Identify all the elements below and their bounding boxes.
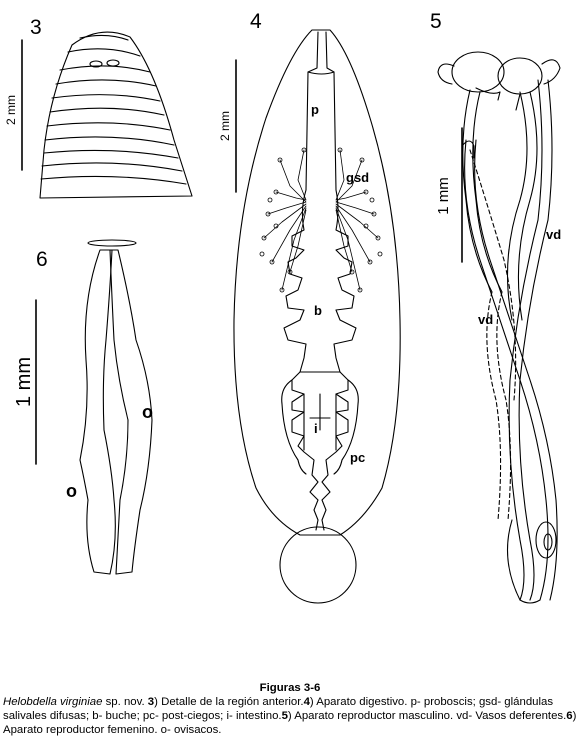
fig5-label-vd-right: vd — [546, 227, 561, 242]
fig5-scale-label: 1 mm — [435, 177, 452, 215]
fig4-label-p: p — [311, 102, 319, 117]
fig3-eye-left — [89, 60, 103, 68]
fig3-number: 3 — [30, 16, 42, 39]
caption-fig5-ref: 5 — [281, 710, 288, 722]
fig5-number: 5 — [430, 10, 442, 33]
fig4-intestine — [291, 371, 349, 531]
caption-species: Helobdella virginiae — [3, 696, 103, 708]
fig5-duct-hook — [461, 140, 475, 159]
fig3-eye-right — [106, 59, 120, 67]
fig5-ejaculatory-bulb — [535, 521, 557, 559]
caption-text-4: ) Aparato reproductor masculino. vd- Vas… — [287, 710, 567, 722]
fig4-scale-label: 2 mm — [218, 111, 232, 141]
caption-fig4-ref: 4 — [303, 696, 310, 708]
fig4-body-outline — [233, 29, 401, 536]
caption-text-3: ) Aparato digestivo. p- proboscis; gsd- … — [3, 696, 554, 722]
fig4-number: 4 — [250, 10, 262, 33]
fig6-scale-label: 1 mm — [13, 357, 35, 407]
fig3-drawing — [21, 31, 193, 199]
fig6-gonopore — [87, 239, 137, 247]
fig4-posterior-sucker — [279, 526, 357, 604]
caption-text-5: ) Aparato reproductor femenino. o- ovisa… — [3, 710, 577, 736]
fig5-drawing — [437, 51, 561, 604]
fig4-label-pc: pc — [350, 450, 365, 465]
fig4-label-i: i — [314, 421, 318, 436]
caption-fig6-ref: 6 — [566, 710, 573, 722]
fig6-label-o-right: o — [142, 402, 153, 422]
fig4-salivary-ducts — [259, 147, 383, 293]
fig3-outline — [39, 31, 193, 199]
fig4-label-b: b — [314, 303, 322, 318]
fig6-label-o-left: o — [66, 481, 77, 501]
fig5-atrium-right — [497, 57, 543, 95]
figure-plate: 3 2 mm 4 2 mm p gsd b i pc 5 1 mm vd vd … — [4, 10, 561, 604]
fig6-number: 6 — [36, 248, 48, 271]
fig5-label-vd-left: vd — [478, 312, 493, 327]
caption-text-1: sp. nov. — [102, 696, 148, 708]
figure-caption: Figuras 3-6 Helobdella virginiae sp. nov… — [3, 681, 577, 737]
fig6-ovisac-left — [79, 249, 116, 575]
caption-title: Figuras 3-6 — [259, 682, 321, 694]
fig4-drawing — [233, 29, 401, 604]
fig5-atrium-left — [451, 51, 505, 93]
caption-fig3-ref: 3 — [147, 696, 155, 708]
fig6-drawing — [35, 239, 153, 575]
fig4-crop — [283, 189, 357, 373]
fig6-ovisac-right — [109, 249, 153, 575]
caption-body: Helobdella virginiae sp. nov. 3) Detalle… — [3, 695, 577, 737]
fig3-scale-label: 2 mm — [4, 95, 18, 125]
caption-text-2: ) Detalle de la región anterior. — [154, 696, 304, 708]
fig4-label-gsd: gsd — [346, 170, 369, 185]
